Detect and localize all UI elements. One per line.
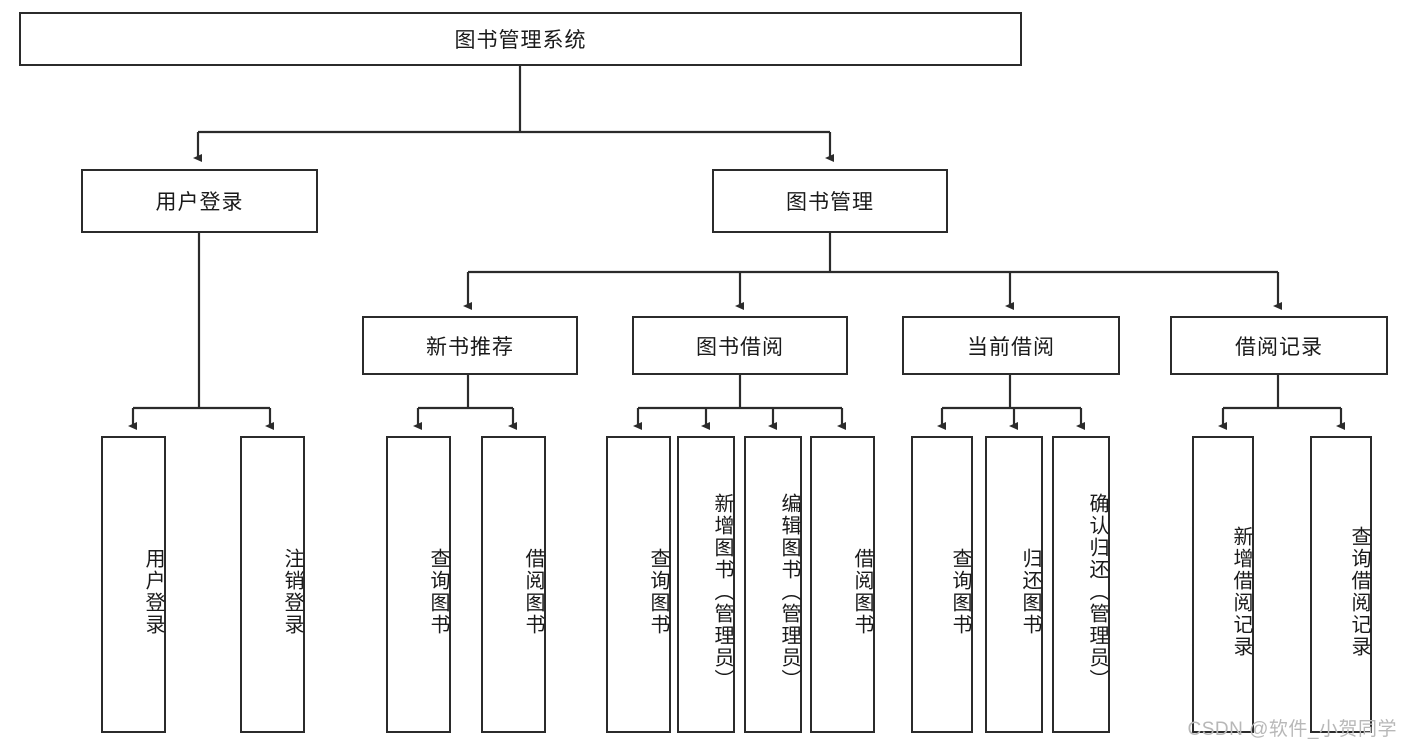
leaf-confirm-return-admin[interactable]: 确认归还（管理员） [1052,436,1110,733]
leaf-label: 新增图书（管理员） [711,492,733,691]
node-book-management[interactable]: 图书管理 [712,169,948,233]
node-new-book-recommend[interactable]: 新书推荐 [362,316,578,375]
leaf-user-login[interactable]: 用户登录 [101,436,166,733]
leaf-label: 借阅图书 [522,547,544,636]
leaf-add-book-admin[interactable]: 新增图书（管理员） [677,436,735,733]
node-borrow-record[interactable]: 借阅记录 [1170,316,1388,375]
leaf-logout[interactable]: 注销登录 [240,436,305,733]
leaf-label: 编辑图书（管理员） [778,492,800,691]
leaf-label: 新增借阅记录 [1230,525,1252,658]
leaf-borrow-book-newbook[interactable]: 借阅图书 [481,436,546,733]
leaf-label: 用户登录 [142,547,164,636]
node-user-login[interactable]: 用户登录 [81,169,318,233]
node-book-borrow[interactable]: 图书借阅 [632,316,848,375]
leaf-return-book[interactable]: 归还图书 [985,436,1043,733]
leaf-label: 注销登录 [281,547,303,636]
leaf-label: 确认归还（管理员） [1086,492,1108,691]
leaf-query-book-borrow[interactable]: 查询图书 [606,436,671,733]
leaf-label: 查询图书 [647,547,669,636]
node-current-borrow[interactable]: 当前借阅 [902,316,1120,375]
leaf-label: 查询图书 [949,547,971,636]
leaf-label: 查询借阅记录 [1348,525,1370,658]
leaf-add-borrow-record[interactable]: 新增借阅记录 [1192,436,1254,733]
leaf-label: 借阅图书 [851,547,873,636]
leaf-query-book-current[interactable]: 查询图书 [911,436,973,733]
leaf-label: 归还图书 [1019,547,1041,636]
leaf-query-borrow-record[interactable]: 查询借阅记录 [1310,436,1372,733]
leaf-edit-book-admin[interactable]: 编辑图书（管理员） [744,436,802,733]
node-root[interactable]: 图书管理系统 [19,12,1022,66]
leaf-label: 查询图书 [427,547,449,636]
leaf-borrow-book[interactable]: 借阅图书 [810,436,875,733]
csdn-watermark: CSDN @软件_小贺同学 [1187,719,1397,740]
leaf-query-book-newbook[interactable]: 查询图书 [386,436,451,733]
